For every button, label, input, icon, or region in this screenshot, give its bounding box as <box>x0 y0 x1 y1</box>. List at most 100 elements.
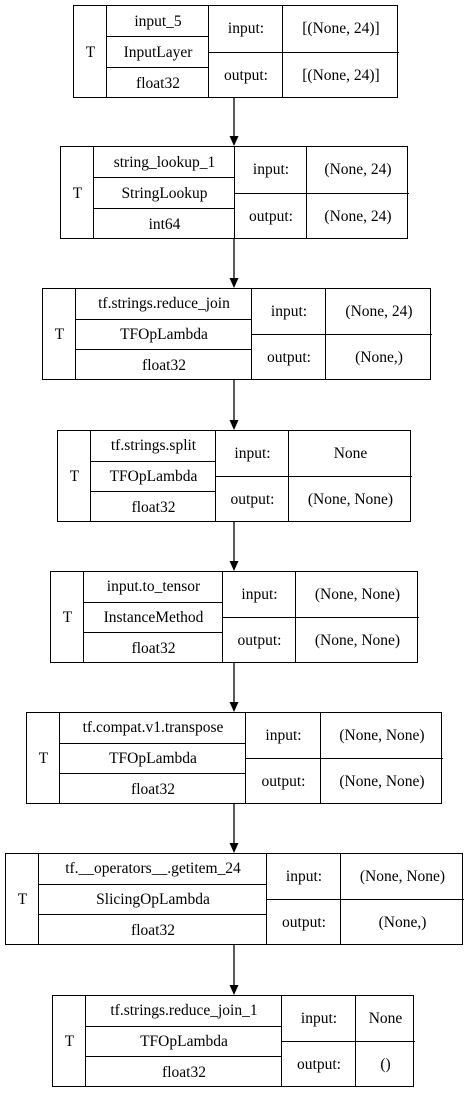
separator <box>223 617 419 618</box>
separator <box>86 1025 282 1027</box>
input-label: input: <box>285 868 323 885</box>
layer-tag: T <box>17 891 28 908</box>
layer-name: tf.strings.reduce_join <box>98 295 230 313</box>
output-label: output: <box>297 1056 341 1073</box>
layer-tag: T <box>85 43 96 61</box>
output-shape: (None, None) <box>339 773 425 790</box>
input-shape: (None, None) <box>359 868 446 885</box>
output-label: output: <box>237 632 282 649</box>
layer-name: input_5 <box>134 12 182 30</box>
separator <box>267 899 464 900</box>
input-label: input: <box>234 445 271 462</box>
layer-name: tf.__operators__.getitem_24 <box>65 860 241 878</box>
input-label: input: <box>300 1010 338 1027</box>
layer-dtype: float32 <box>131 780 175 798</box>
input-label: input: <box>270 303 308 320</box>
output-label: output: <box>249 207 293 225</box>
input-shape: [(None, 24)] <box>302 20 380 38</box>
separator <box>84 632 223 634</box>
separator <box>91 460 216 462</box>
edge-arrow <box>229 945 239 995</box>
layer-tag: T <box>64 1033 75 1050</box>
layer-name: input.to_tensor <box>106 578 201 596</box>
separator <box>59 713 60 803</box>
input-shape: (None, None) <box>339 727 425 744</box>
layer-tag: T <box>54 326 65 343</box>
separator <box>84 601 223 603</box>
separator <box>216 476 412 477</box>
input-shape: None <box>333 445 368 462</box>
layer-tag: T <box>38 750 49 767</box>
separator <box>86 1056 282 1058</box>
layer-dtype: float32 <box>131 921 175 939</box>
separator <box>93 147 94 238</box>
output-label: output: <box>282 914 326 931</box>
layer-class: TFOpLambda <box>120 325 208 343</box>
separator <box>83 572 84 662</box>
layer-name: string_lookup_1 <box>113 153 216 171</box>
separator <box>281 996 282 1086</box>
layer-class: InstanceMethod <box>103 608 204 626</box>
layer-tag: T <box>62 609 73 626</box>
output-label: output: <box>267 349 311 366</box>
separator <box>235 192 409 194</box>
layer-class: TFOpLambda <box>140 1032 228 1050</box>
separator <box>266 854 267 944</box>
separator <box>282 1041 415 1042</box>
input-shape: (None, 24) <box>345 303 413 320</box>
separator <box>252 334 432 335</box>
separator <box>246 758 443 759</box>
output-shape: () <box>380 1056 391 1073</box>
edge-arrow <box>229 663 239 712</box>
separator <box>39 914 267 916</box>
layer-name: tf.strings.reduce_join_1 <box>110 1002 258 1020</box>
layer-dtype: float32 <box>131 498 176 516</box>
input-label: input: <box>252 161 290 179</box>
separator <box>245 713 246 803</box>
layer-class: TFOpLambda <box>109 467 198 485</box>
output-label: output: <box>230 491 275 508</box>
edge-arrow <box>229 239 239 288</box>
separator <box>94 177 235 178</box>
separator <box>94 208 235 209</box>
edge-arrow <box>229 522 239 571</box>
separator <box>208 6 209 97</box>
layer-tag: T <box>69 468 80 485</box>
separator <box>234 147 235 238</box>
output-label: output: <box>261 773 306 790</box>
layer-dtype: int64 <box>148 215 181 233</box>
layer-class: InputLayer <box>123 43 193 61</box>
input-shape: (None, None) <box>314 586 401 603</box>
separator <box>76 318 252 320</box>
output-shape: [(None, 24)] <box>302 66 380 84</box>
separator <box>222 572 223 662</box>
separator <box>39 883 267 885</box>
separator <box>107 36 209 37</box>
separator <box>209 51 399 53</box>
layer-class: SlicingOpLambda <box>96 890 210 908</box>
output-label: output: <box>224 66 268 84</box>
separator <box>60 742 246 744</box>
layer-class: StringLookup <box>121 184 208 202</box>
separator <box>85 996 86 1086</box>
input-label: input: <box>265 727 302 744</box>
layer-dtype: float32 <box>162 1063 206 1081</box>
input-label: input: <box>241 586 278 603</box>
separator <box>91 491 216 493</box>
layer-class: TFOpLambda <box>109 749 197 767</box>
edge-arrow <box>229 380 239 430</box>
input-label: input: <box>227 20 265 38</box>
edge-arrow <box>229 98 239 146</box>
separator <box>60 773 246 775</box>
separator <box>75 289 76 379</box>
edge-arrow <box>229 804 239 853</box>
separator <box>107 67 209 68</box>
